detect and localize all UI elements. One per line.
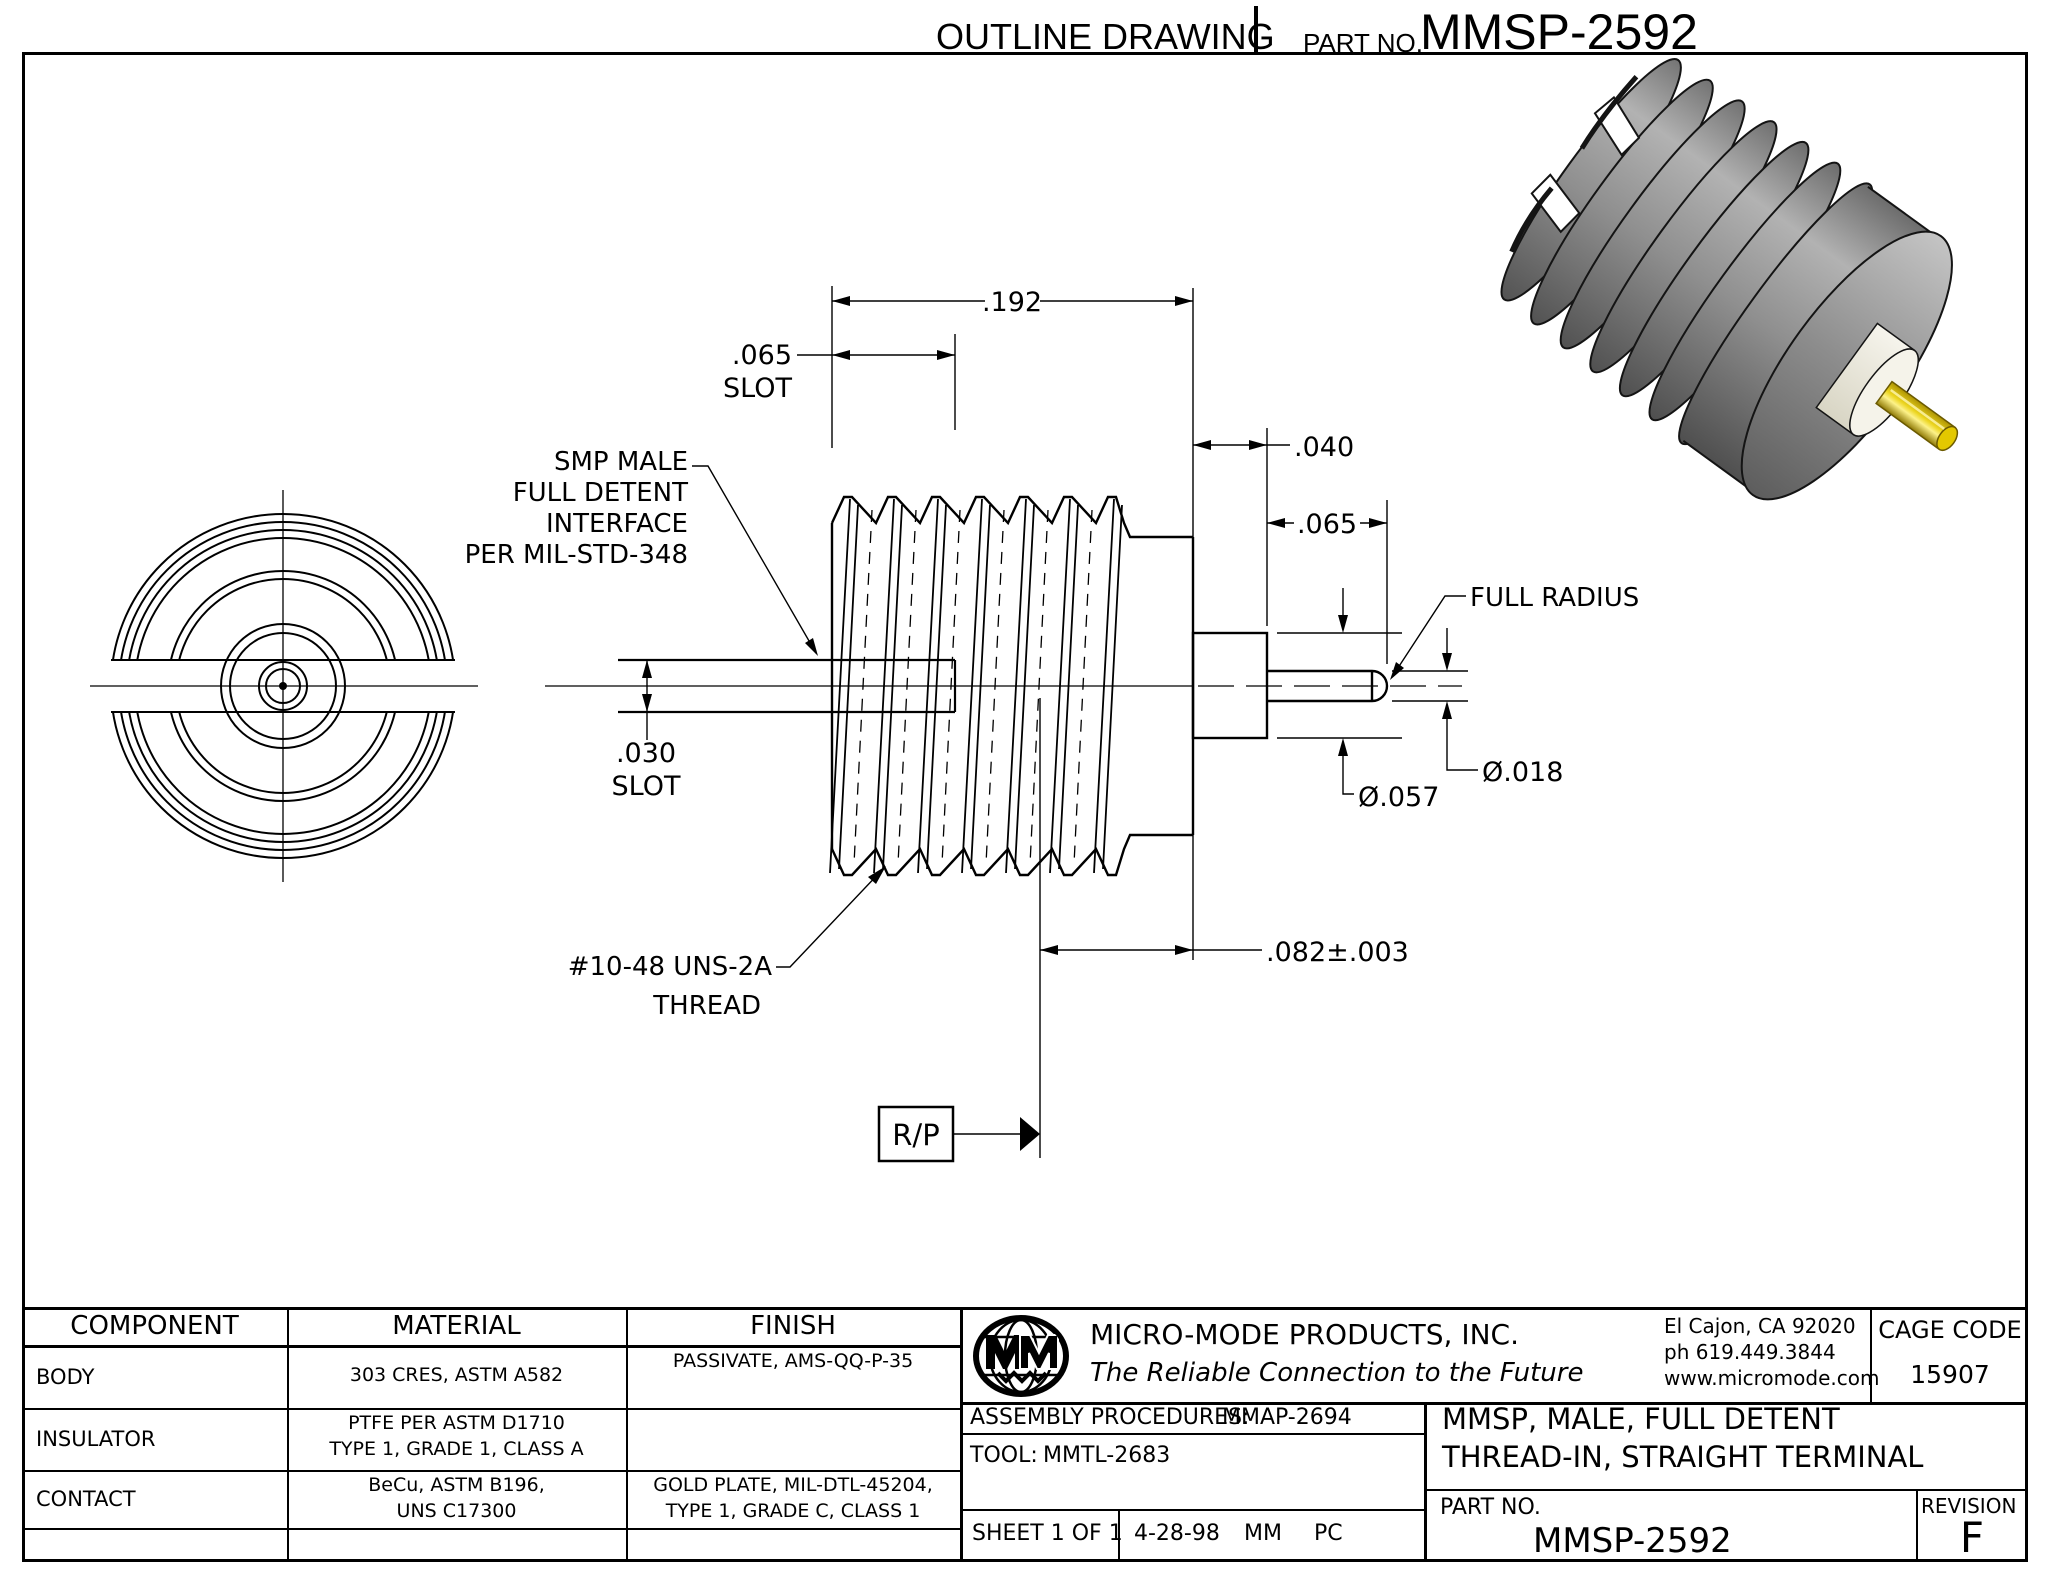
dim-065-slot-word: SLOT	[723, 373, 792, 404]
row-contact-component: CONTACT	[36, 1487, 136, 1511]
smp-note-line2: FULL DETENT	[513, 478, 688, 508]
dimension-arrowheads	[642, 296, 1452, 1151]
part-title-line2: THREAD-IN, STRAIGHT TERMINAL	[1442, 1440, 1924, 1474]
drawing-border	[22, 52, 2028, 1562]
company-bottom-rule	[960, 1402, 2028, 1405]
dim-082-label: .082±.003	[1266, 937, 1409, 968]
contact-pin-3d	[1875, 380, 1959, 452]
table-h2	[22, 1408, 960, 1410]
company-tagline: The Reliable Connection to the Future	[1090, 1358, 1584, 1388]
row-body-component: BODY	[36, 1365, 95, 1389]
dimension-labels: .192 .065 SLOT .040 .065 Ø.057 Ø.018 FUL…	[465, 287, 1640, 1152]
revision-value: F	[1959, 1513, 1985, 1562]
table-v1	[287, 1307, 289, 1560]
title-h	[1424, 1489, 2028, 1491]
dia-057-label: Ø.057	[1358, 782, 1439, 813]
row-insulator-component: INSULATOR	[36, 1427, 156, 1451]
company-name: MICRO-MODE PRODUCTS, INC.	[1090, 1318, 1520, 1351]
table-h4	[22, 1528, 960, 1530]
header-divider	[1254, 6, 1258, 52]
cage-code-value: 15907	[1910, 1360, 1990, 1389]
row-insulator-material-2: TYPE 1, GRADE 1, CLASS A	[329, 1438, 584, 1460]
proc-h1	[960, 1433, 1426, 1435]
cage-divider	[1870, 1307, 1872, 1402]
assembly-procedures-value: MMAP-2694	[1222, 1405, 1352, 1430]
tool-value: MMTL-2683	[1043, 1443, 1171, 1468]
company-logo	[973, 1315, 1069, 1397]
rp-flag-box	[877, 1105, 955, 1163]
units-code: MM	[1244, 1521, 1282, 1546]
row-insulator-material-1: PTFE PER ASTM D1710	[348, 1412, 565, 1434]
titleblock-top-rule	[22, 1307, 2028, 1310]
proc-v1	[1424, 1402, 1427, 1560]
company-website: www.micromode.com	[1664, 1366, 1880, 1390]
part-title-line1: MMSP, MALE, FULL DETENT	[1442, 1402, 1840, 1436]
cage-code-label: CAGE CODE	[1878, 1316, 2022, 1344]
drafter-initials: PC	[1314, 1521, 1343, 1546]
full-radius-label: FULL RADIUS	[1470, 583, 1639, 613]
assembly-procedures-label: ASSEMBLY PROCEDURES:	[970, 1405, 1250, 1430]
sheet-divider	[1118, 1509, 1120, 1560]
dia-018-label: Ø.018	[1482, 757, 1563, 788]
row-contact-finish-2: TYPE 1, GRADE C, CLASS 1	[665, 1500, 921, 1522]
revision-label: REVISION	[1921, 1494, 2017, 1518]
dim-192-label: .192	[982, 287, 1042, 318]
datum-triangle	[1020, 1117, 1040, 1151]
document-type-title: OUTLINE DRAWING	[936, 16, 1275, 57]
company-address-city: El Cajon, CA 92020	[1664, 1314, 1856, 1338]
row-body-material: 303 CRES, ASTM A582	[349, 1364, 564, 1386]
detent-slot-cuts	[1509, 74, 1641, 253]
col-header-finish: FINISH	[750, 1311, 836, 1341]
tool-label: TOOL:	[970, 1443, 1038, 1468]
row-contact-material-2: UNS C17300	[396, 1500, 517, 1522]
proc-h2	[960, 1509, 1426, 1511]
smp-note-line1: SMP MALE	[554, 447, 688, 477]
dim-065-slot-value: .065	[732, 340, 792, 371]
titleblock-part-number: MMSP-2592	[1533, 1521, 1732, 1561]
row-contact-finish-1: GOLD PLATE, MIL-DTL-45204,	[653, 1474, 933, 1496]
connector-3d-render	[1500, 57, 1959, 501]
table-h1	[22, 1345, 960, 1348]
thread-note-line2: THREAD	[652, 991, 761, 1021]
dim-065-label: .065	[1297, 509, 1357, 540]
drawing-date: 4-28-98	[1134, 1521, 1220, 1546]
company-phone: ph 619.449.3844	[1664, 1340, 1836, 1364]
dim-030-word: SLOT	[612, 771, 681, 802]
table-v2	[626, 1307, 628, 1560]
titleblock-part-label: PART NO.	[1440, 1495, 1541, 1520]
smp-note-line3: INTERFACE	[546, 509, 688, 539]
row-contact-material-1: BeCu, ASTM B196,	[368, 1474, 545, 1496]
col-header-component: COMPONENT	[70, 1311, 239, 1341]
thread-note-line1: #10-48 UNS-2A	[568, 952, 773, 982]
header-part-number: MMSP-2592	[1420, 4, 1698, 60]
dim-030-value: .030	[616, 738, 676, 769]
table-h3	[22, 1470, 960, 1472]
row-body-finish: PASSIVATE, AMS-QQ-P-35	[672, 1350, 914, 1372]
rp-flag-label: R/P	[892, 1118, 939, 1152]
dimensions	[646, 286, 1478, 1158]
dim-040-label: .040	[1294, 432, 1354, 463]
col-header-material: MATERIAL	[392, 1311, 521, 1341]
end-view	[90, 490, 478, 882]
revision-divider	[1916, 1489, 1918, 1560]
sheet-number: SHEET 1 OF 1	[972, 1521, 1123, 1546]
smp-note-line4: PER MIL-STD-348	[465, 540, 688, 570]
